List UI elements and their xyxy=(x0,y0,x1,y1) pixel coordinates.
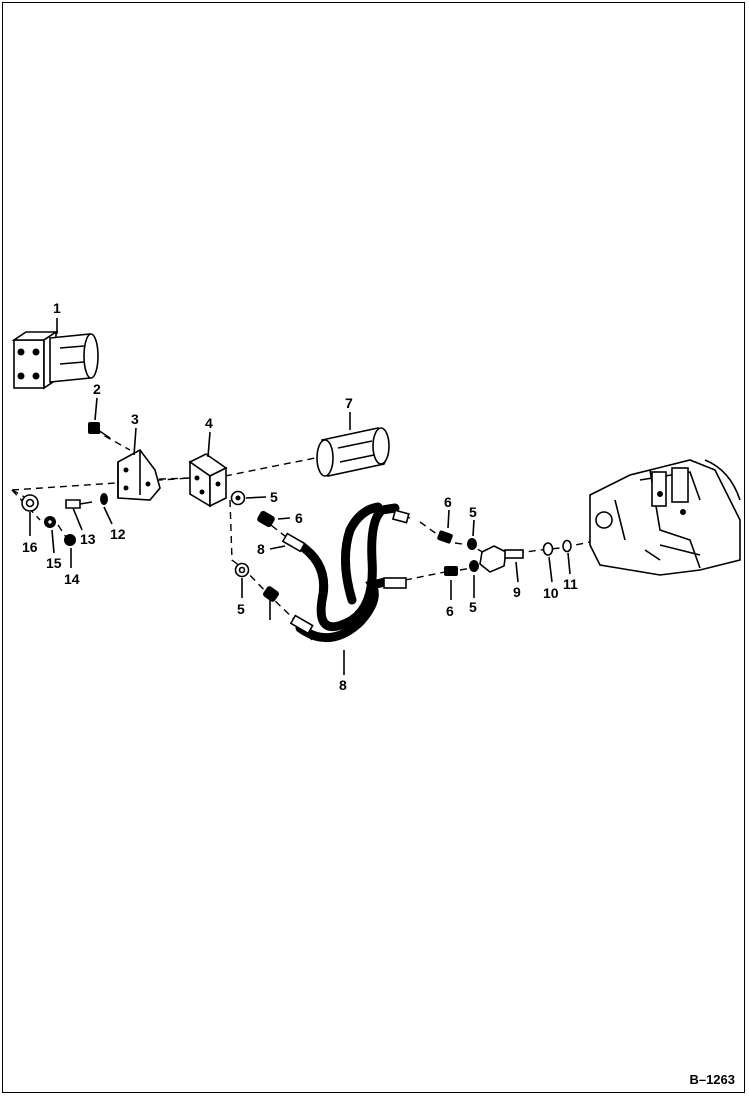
callout-9: 9 xyxy=(513,584,521,600)
part-2-bolt xyxy=(88,422,111,439)
part-3-bracket xyxy=(117,448,161,501)
callout-leaders xyxy=(29,318,571,675)
callout-3: 3 xyxy=(131,411,139,427)
callout-5-a: 5 xyxy=(270,489,278,505)
callout-10: 10 xyxy=(543,585,559,601)
callout-6-c: 6 xyxy=(446,603,454,619)
engine-block xyxy=(589,459,741,576)
callout-13: 13 xyxy=(80,531,96,547)
fittings-right xyxy=(437,530,572,576)
callout-11: 11 xyxy=(563,576,578,592)
callout-6-a: 6 xyxy=(295,510,303,526)
callout-5-d: 5 xyxy=(469,599,477,615)
callout-16: 16 xyxy=(22,539,38,555)
callout-7: 7 xyxy=(345,395,353,411)
figure-reference-code: B–1263 xyxy=(689,1072,735,1087)
callout-2: 2 xyxy=(93,381,101,397)
callout-8-b: 8 xyxy=(339,677,347,693)
callout-15: 15 xyxy=(46,555,62,571)
part-7-filter-element xyxy=(316,427,390,477)
part-4-filter-head xyxy=(188,453,228,508)
washer-parts-left xyxy=(21,493,108,546)
callout-5-c: 5 xyxy=(469,504,477,520)
callout-8-a: 8 xyxy=(257,541,265,557)
part-1-filter-housing xyxy=(11,330,99,390)
fittings-center xyxy=(230,490,279,602)
callout-12: 12 xyxy=(110,526,126,542)
callout-4: 4 xyxy=(205,415,213,431)
callout-numbers: 1 2 3 4 5 6 7 8 5 8 6 5 6 5 9 10 11 12 1… xyxy=(22,300,578,693)
callout-6-b: 6 xyxy=(444,494,452,510)
callout-1: 1 xyxy=(53,300,61,316)
part-8-hoses xyxy=(281,502,410,643)
callout-5-b: 5 xyxy=(237,601,245,617)
assembly-lines xyxy=(11,429,601,641)
callout-14: 14 xyxy=(64,571,80,587)
